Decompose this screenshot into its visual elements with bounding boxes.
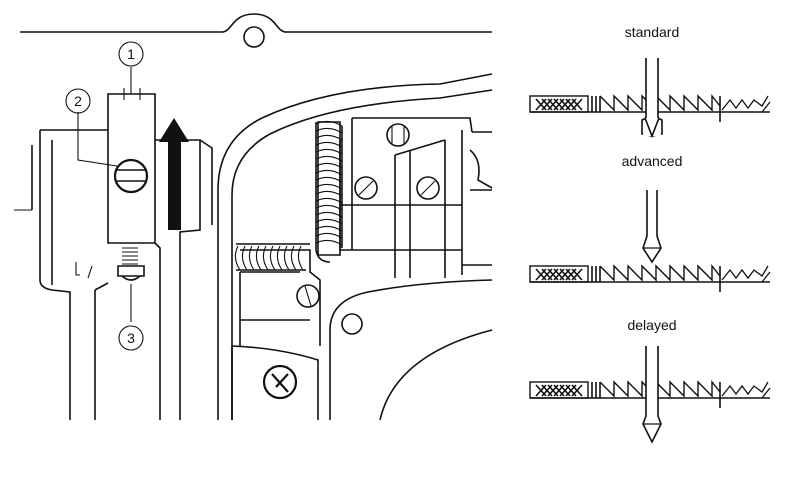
left-housing: [14, 129, 109, 420]
timing-delayed-label: delayed: [627, 317, 676, 333]
slotted-screw-icon: [113, 158, 149, 194]
needle-icon: [642, 346, 662, 444]
frame-hole: [243, 26, 265, 48]
horizontal-spring: [234, 243, 310, 271]
top-frame-edge: [20, 13, 492, 48]
timing-advanced: advanced: [529, 153, 771, 293]
slotted-screw-icon: [386, 123, 410, 147]
mechanism-plates: [339, 117, 493, 278]
timing-delayed: delayed: [529, 317, 771, 444]
timing-advanced-label: advanced: [622, 153, 683, 169]
callout-1: 1: [118, 41, 144, 67]
needle-bar-clamp: [107, 88, 213, 420]
callout-3-number: 3: [127, 330, 135, 346]
slotted-screw-icon: [416, 176, 440, 200]
adjust-knob-icon: [262, 364, 298, 400]
callout-2: 2: [65, 88, 91, 114]
timing-standard: standard: [529, 24, 771, 139]
machine-casting: [217, 73, 493, 421]
lower-bracket: [239, 249, 321, 346]
vertical-spring: [315, 120, 343, 263]
callout-2-number: 2: [74, 93, 82, 109]
callout-leaders: [77, 67, 132, 167]
slotted-screw-icon: [354, 176, 378, 200]
mechanism-view: 1 2 3: [14, 13, 493, 421]
callout-3: 3: [118, 325, 144, 351]
timing-standard-label: standard: [625, 24, 679, 40]
adjusting-screw: [117, 247, 145, 322]
up-arrow-icon: [159, 118, 189, 230]
slotted-screw-icon: [296, 284, 320, 308]
callout-1-number: 1: [127, 46, 135, 62]
needle-icon: [642, 190, 662, 264]
plate-hole: [341, 313, 363, 335]
